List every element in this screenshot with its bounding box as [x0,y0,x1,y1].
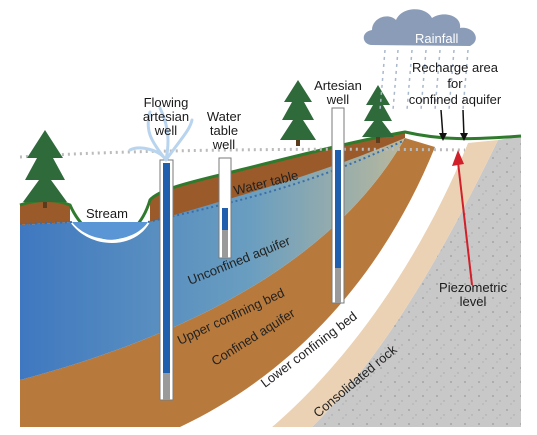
piezometric-level-line [19,147,466,159]
stream-label: Stream [86,206,128,221]
piezometric-arrow [452,150,473,286]
unconfined-aquifer-layer [20,138,405,380]
ground-surface [19,130,522,240]
artesian-well-label-1: Artesian [314,78,362,93]
stream-water [72,222,148,240]
piezometric-label-1: Piezometric [439,280,507,295]
topsoil-layer [20,200,70,225]
recharge-area-label-2: for [447,76,463,91]
down-arrow-icon [439,109,447,141]
water-table-well-label-3: well [212,137,236,152]
artesian-well-label-2: well [326,92,350,107]
piezometric-label-2: level [460,294,487,309]
recharge-area-label-3: confined aquifer [409,92,502,107]
rain-cloud-icon [363,9,476,111]
conifer-tree-icon [280,80,316,146]
conifer-tree-icon [23,130,67,208]
consolidated-rock-layer [312,136,521,427]
water-table-line [19,139,406,225]
artesian-well [331,107,345,304]
water-table-well-label-2: table [210,123,238,138]
conifer-tree-icon [362,85,394,143]
water-table-well [218,157,232,259]
flowing-well-label-2: artesian [143,109,189,124]
water-table-well-label-1: Water [207,109,242,124]
rainfall-label: Rainfall [415,31,458,46]
flowing-well-label-1: Flowing [144,95,189,110]
flowing-well-label-3: well [154,123,178,138]
lower-confining-bed-layer [272,140,498,427]
flowing-artesian-well [128,106,194,401]
recharge-area-label-1: Recharge area [412,60,499,75]
confined-aquifer-layer [180,143,468,427]
upper-confining-bed-layer [20,138,435,427]
down-arrow-icon [460,109,468,141]
